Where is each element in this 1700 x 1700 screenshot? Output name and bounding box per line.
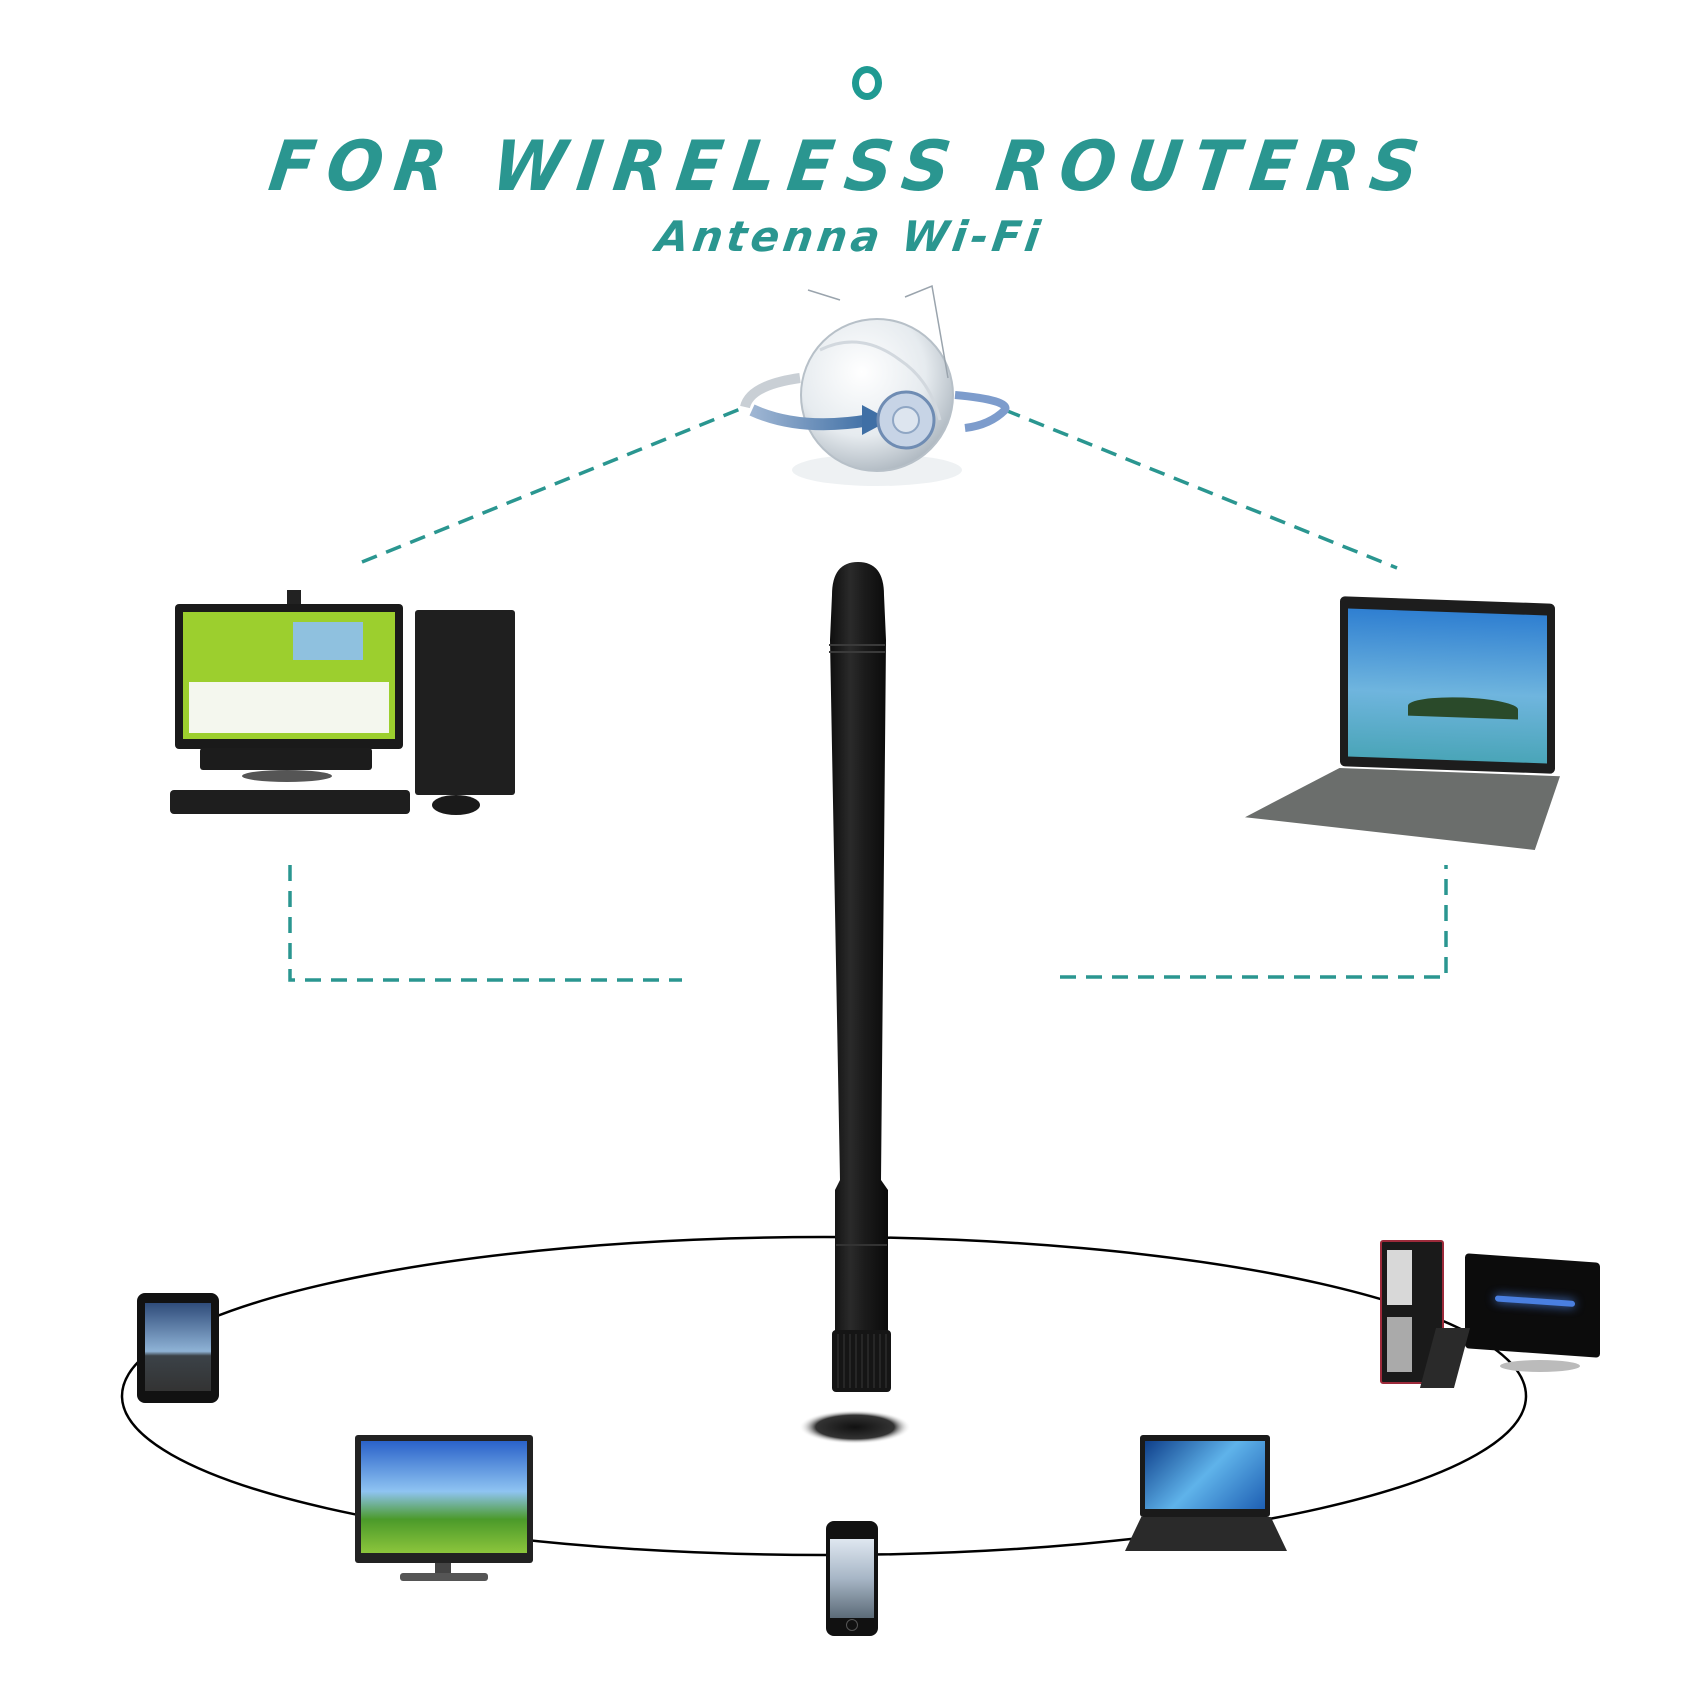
laptop-icon — [1245, 596, 1565, 855]
desktop-pc-icon — [170, 590, 520, 825]
wifi-antenna — [829, 562, 891, 1392]
desktop-pc-icon — [1380, 1240, 1620, 1410]
dashed-connector — [288, 405, 1448, 982]
antenna-shadow — [799, 1410, 911, 1444]
network-ring — [120, 1235, 1528, 1557]
smartphone-icon — [826, 1521, 878, 1636]
laptop-icon — [1125, 1435, 1290, 1555]
globe-network-icon — [740, 284, 1010, 486]
tv-icon — [355, 1435, 535, 1585]
tablet-icon — [137, 1293, 219, 1403]
ring-icon — [852, 66, 882, 100]
